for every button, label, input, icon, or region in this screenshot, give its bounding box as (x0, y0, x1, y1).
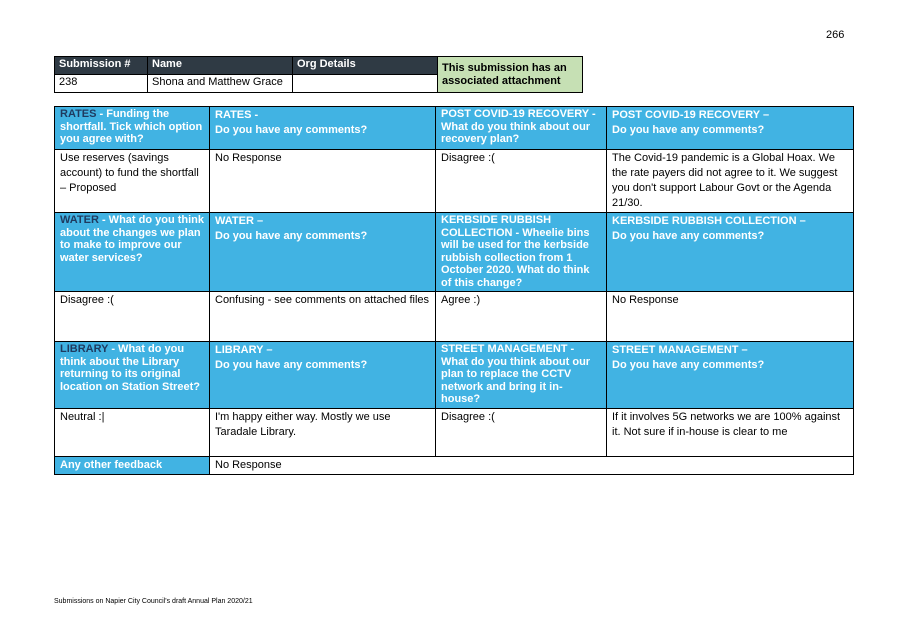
water-comments-question: WATER – Do you have any comments? (209, 212, 436, 292)
org-details-header: Org Details (292, 56, 438, 75)
page-number: 266 (826, 29, 845, 41)
covid-comments-question: POST COVID-19 RECOVERY – Do you have any… (606, 106, 854, 150)
rates-comments-question: RATES - Do you have any comments? (209, 106, 436, 150)
water-question: WATER - What do you think about the chan… (54, 212, 210, 292)
submission-number: 238 (54, 74, 148, 93)
submitter-name: Shona and Matthew Grace (147, 74, 293, 93)
library-question-text: - What do you think about the Library re… (60, 343, 200, 393)
rates-question: RATES - Funding the shortfall. Tick whic… (54, 106, 210, 150)
street-answer: Disagree :( (435, 408, 607, 457)
water-answer: Disagree :( (54, 291, 210, 342)
kerbside-comments-question: KERBSIDE RUBBISH COLLECTION – Do you hav… (606, 212, 854, 292)
covid-title: POST COVID-19 RECOVERY (441, 108, 589, 120)
library-title: LIBRARY (60, 343, 109, 355)
submission-number-header: Submission # (54, 56, 148, 75)
rates-comments-answer: No Response (209, 149, 436, 213)
water-comments-answer: Confusing - see comments on attached fil… (209, 291, 436, 342)
kerbside-answer: Agree :) (435, 291, 607, 342)
covid-question: POST COVID-19 RECOVERY - What do you thi… (435, 106, 607, 150)
other-feedback-answer: No Response (209, 456, 854, 475)
submission-responses-table: RATES - Funding the shortfall. Tick whic… (54, 106, 854, 475)
org-details (292, 74, 438, 93)
rates-question-text: - Funding the shortfall. Tick which opti… (60, 108, 203, 145)
street-comments-question: STREET MANAGEMENT – Do you have any comm… (606, 341, 854, 409)
street-title: STREET MANAGEMENT (441, 343, 568, 355)
water-question-text: - What do you think about the changes we… (60, 214, 205, 264)
attachment-note: This submission has an associated attach… (437, 56, 583, 93)
other-feedback-label: Any other feedback (54, 456, 210, 475)
covid-comments-answer: The Covid-19 pandemic is a Global Hoax. … (606, 149, 854, 213)
kerbside-title: KERBSIDE RUBBISH COLLECTION (441, 214, 552, 239)
kerbside-comments-answer: No Response (606, 291, 854, 342)
submission-info-table: Submission # Name Org Details This submi… (54, 56, 583, 93)
covid-question-text: - What do you think about our recovery p… (441, 108, 596, 145)
rates-title: RATES (60, 108, 97, 120)
library-question: LIBRARY - What do you think about the Li… (54, 341, 210, 409)
rates-answer: Use reserves (savings account) to fund t… (54, 149, 210, 213)
street-question-text: - What do you think about our plan to re… (441, 343, 591, 405)
kerbside-question: KERBSIDE RUBBISH COLLECTION - Wheelie bi… (435, 212, 607, 292)
footer: Submissions on Napier City Council's dra… (54, 598, 253, 605)
covid-answer: Disagree :( (435, 149, 607, 213)
name-header: Name (147, 56, 293, 75)
library-comments-question: LIBRARY – Do you have any comments? (209, 341, 436, 409)
library-answer: Neutral :| (54, 408, 210, 457)
kerbside-question-text: - Wheelie bins will be used for the kerb… (441, 226, 590, 289)
library-comments-answer: I'm happy either way. Mostly we use Tara… (209, 408, 436, 457)
street-comments-answer: If it involves 5G networks we are 100% a… (606, 408, 854, 457)
street-question: STREET MANAGEMENT - What do you think ab… (435, 341, 607, 409)
water-title: WATER (60, 214, 99, 226)
